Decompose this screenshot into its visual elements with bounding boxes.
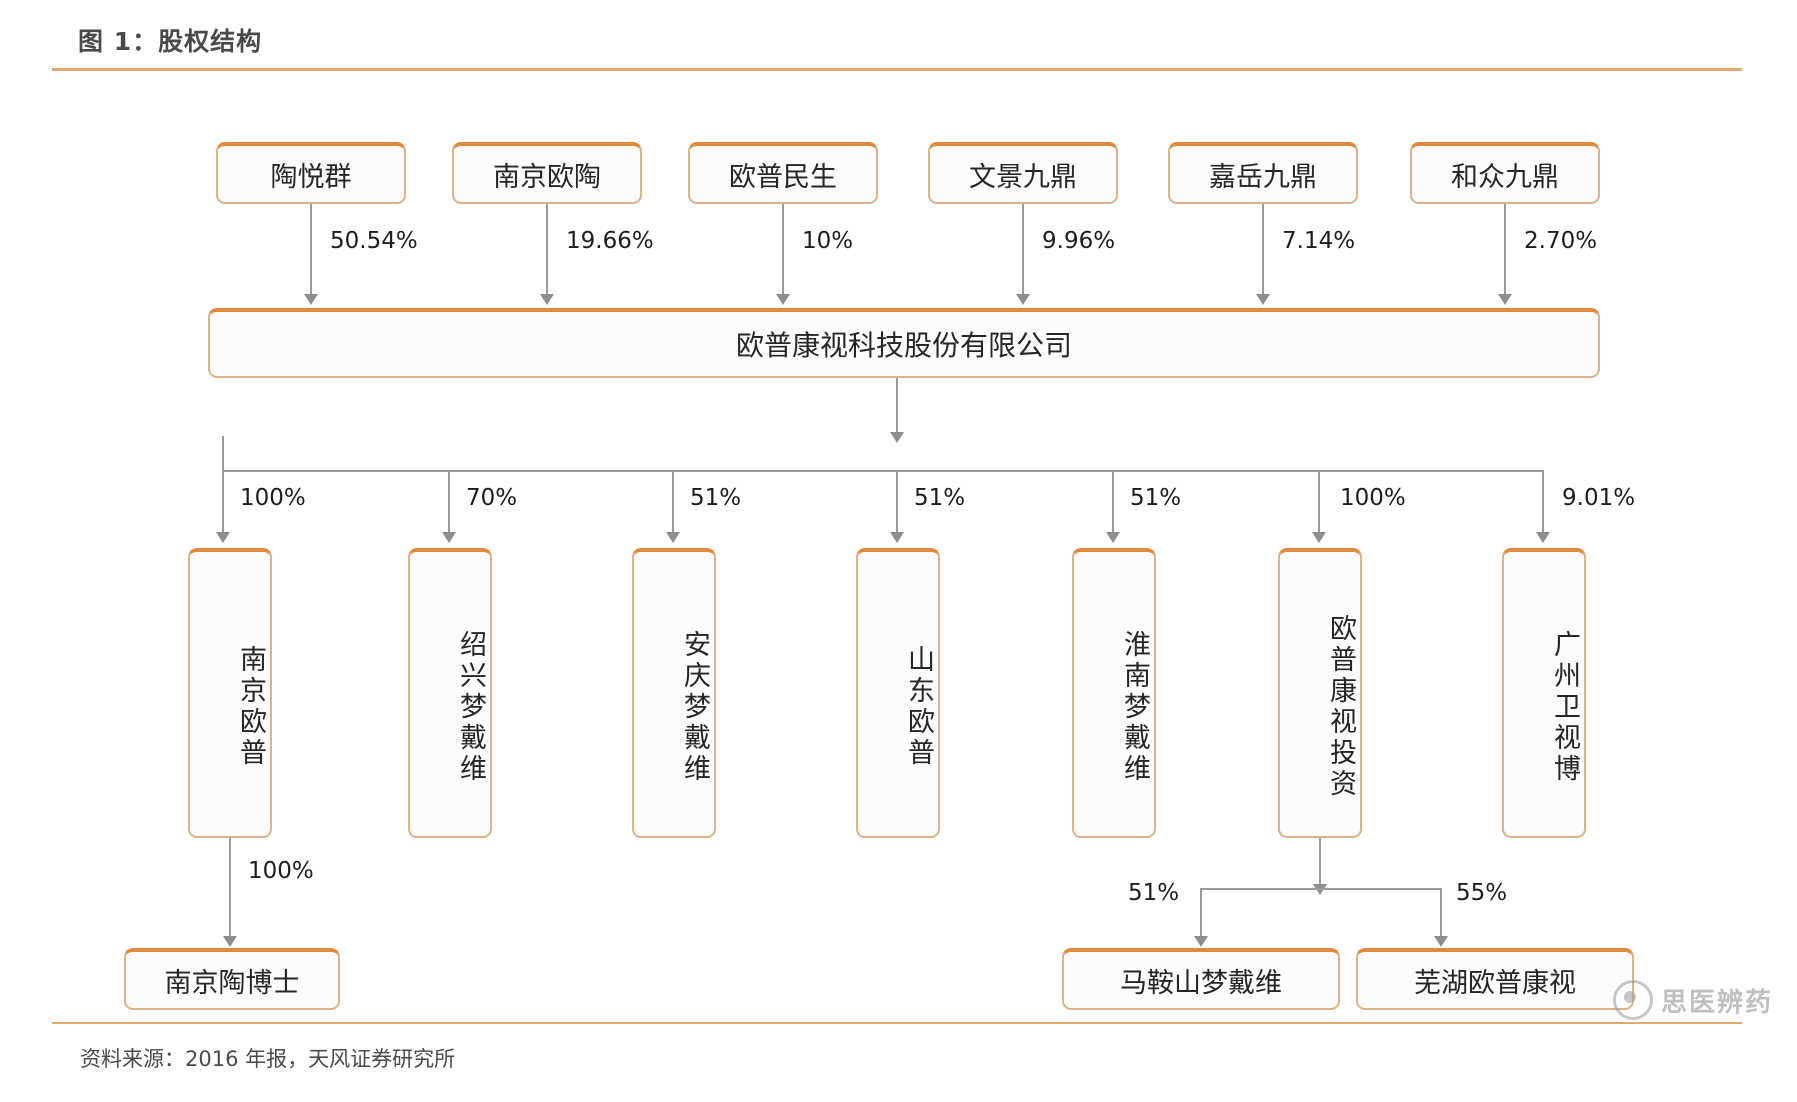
connector-subsidiary-2 xyxy=(448,470,450,536)
watermark-label: 思医辨药 xyxy=(1660,987,1773,1018)
watermark-logo-icon xyxy=(1612,980,1653,1020)
stake-label-shareholder-4: 9.96% xyxy=(1042,228,1116,254)
subsidiary-box-7: 广州卫视博 xyxy=(1502,548,1586,838)
connector-subsidiary-4 xyxy=(896,470,898,536)
shareholder-box-6: 和众九鼎 xyxy=(1410,142,1600,204)
arrowhead-subsub-1 xyxy=(223,936,237,947)
arrowhead-subsidiary-2 xyxy=(442,532,456,543)
arrowhead-subsidiary-1 xyxy=(216,532,230,543)
arrowhead-shareholder-2 xyxy=(540,294,554,305)
shareholder-box-2: 南京欧陶 xyxy=(452,142,642,204)
connector-subsub-2 xyxy=(1200,888,1202,940)
subsidiary-box-5: 淮南梦戴维 xyxy=(1072,548,1156,838)
stake-label-subsidiary-7: 9.01% xyxy=(1562,485,1636,511)
distribution-bus xyxy=(222,470,1542,472)
connector-shareholder-2 xyxy=(546,204,548,298)
arrowhead-shareholder-3 xyxy=(776,294,790,305)
arrowhead-company-trunk xyxy=(890,432,904,443)
arrowhead-shareholder-5 xyxy=(1256,294,1270,305)
subsub-box-maanshan: 马鞍山梦戴维 xyxy=(1062,948,1340,1010)
connector-shareholder-4 xyxy=(1022,204,1024,298)
stake-label-shareholder-3: 10% xyxy=(802,228,854,254)
connector-company-trunk xyxy=(896,378,898,436)
arrowhead-subsidiary-3 xyxy=(666,532,680,543)
arrowhead-shareholder-4 xyxy=(1016,294,1030,305)
figure-title: 图 1：股权结构 xyxy=(78,27,263,56)
connector-shareholder-1 xyxy=(310,204,312,298)
connector-investment-trunk xyxy=(1319,838,1321,888)
connector-subsub-3 xyxy=(1440,888,1442,940)
subsub-box-nanjing-taoboshi: 南京陶博士 xyxy=(124,948,340,1010)
arrowhead-subsidiary-4 xyxy=(890,532,904,543)
watermark: 思医辨药 xyxy=(1612,980,1773,1020)
stake-label-shareholder-1: 50.54% xyxy=(330,228,418,254)
connector-shareholder-3 xyxy=(782,204,784,298)
arrowhead-subsidiary-5 xyxy=(1106,532,1120,543)
bottom-rule xyxy=(52,1022,1742,1024)
connector-subsidiary-6 xyxy=(1318,470,1320,536)
connector-subsidiary-3 xyxy=(672,470,674,536)
subsidiary-box-6: 欧普康视投资 xyxy=(1278,548,1362,838)
arrowhead-shareholder-6 xyxy=(1498,294,1512,305)
subsidiary-box-2: 绍兴梦戴维 xyxy=(408,548,492,838)
shareholder-box-1: 陶悦群 xyxy=(216,142,406,204)
shareholder-box-5: 嘉岳九鼎 xyxy=(1168,142,1358,204)
stake-label-subsidiary-4: 51% xyxy=(914,485,966,511)
top-rule xyxy=(52,68,1742,71)
stake-label-shareholder-5: 7.14% xyxy=(1282,228,1356,254)
stake-label-subsidiary-5: 51% xyxy=(1130,485,1182,511)
stake-label-shareholder-6: 2.70% xyxy=(1524,228,1598,254)
stake-label-subsidiary-3: 51% xyxy=(690,485,742,511)
shareholder-box-4: 文景九鼎 xyxy=(928,142,1118,204)
stake-label-subsidiary-6: 100% xyxy=(1340,485,1406,511)
source-note: 资料来源：2016 年报，天风证券研究所 xyxy=(80,1047,456,1071)
subsidiary-box-1: 南京欧普 xyxy=(188,548,272,838)
connector-shareholder-6 xyxy=(1504,204,1506,298)
arrowhead-shareholder-1 xyxy=(304,294,318,305)
arrowhead-subsidiary-7 xyxy=(1536,532,1550,543)
arrowhead-subsub-3 xyxy=(1434,936,1448,947)
connector-subsidiary-1 xyxy=(222,436,224,536)
connector-subsub-1 xyxy=(229,838,231,940)
subsidiary-box-3: 安庆梦戴维 xyxy=(632,548,716,838)
subsub-box-wuhu: 芜湖欧普康视 xyxy=(1356,948,1634,1010)
stake-label-subsub-2: 51% xyxy=(1128,880,1180,906)
stake-label-shareholder-2: 19.66% xyxy=(566,228,654,254)
subsidiary-box-4: 山东欧普 xyxy=(856,548,940,838)
connector-subsidiary-5 xyxy=(1112,470,1114,536)
stake-label-subsidiary-1: 100% xyxy=(240,485,306,511)
shareholder-box-3: 欧普民生 xyxy=(688,142,878,204)
arrowhead-subsidiary-6 xyxy=(1312,532,1326,543)
main-company-box: 欧普康视科技股份有限公司 xyxy=(208,308,1600,378)
stake-label-subsub-3: 55% xyxy=(1456,880,1508,906)
connector-shareholder-5 xyxy=(1262,204,1264,298)
arrowhead-subsub-2 xyxy=(1194,936,1208,947)
stake-label-subsidiary-2: 70% xyxy=(466,485,518,511)
investment-bus xyxy=(1200,888,1440,890)
stake-label-subsub-1: 100% xyxy=(248,858,314,884)
connector-subsidiary-7 xyxy=(1542,470,1544,536)
